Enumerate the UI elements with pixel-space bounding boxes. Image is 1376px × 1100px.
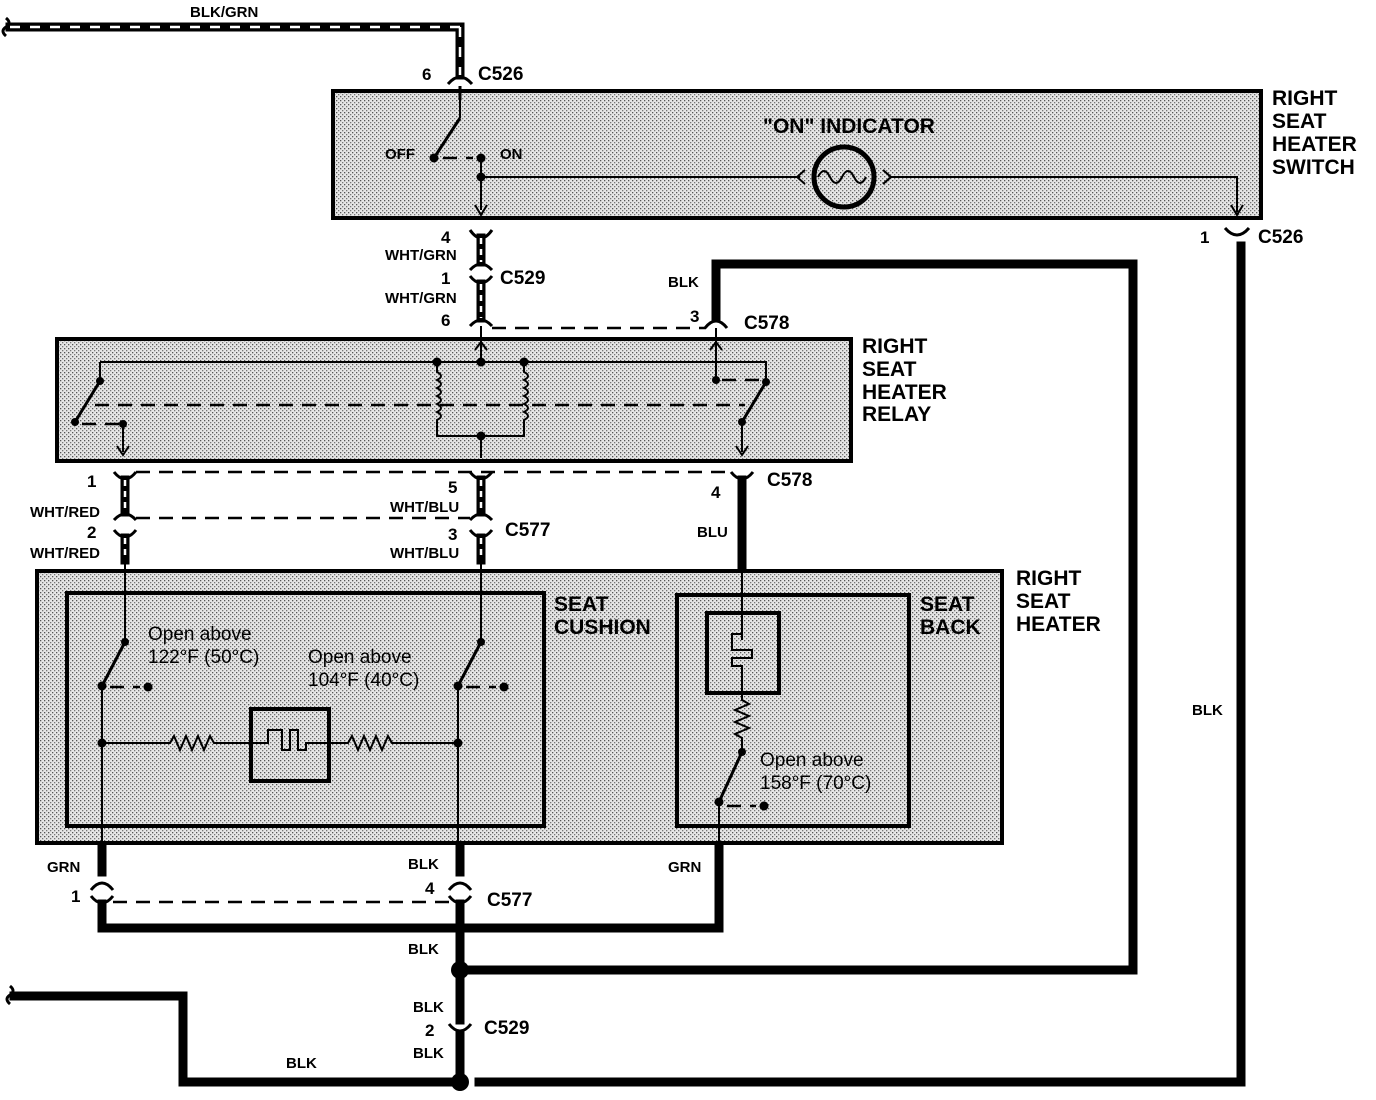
wht-red-wire — [112, 471, 138, 575]
pin-c577-1-top: 1 — [87, 472, 96, 491]
wire-label-blk-c529-bottom: BLK — [413, 1045, 444, 1062]
wire-label-blk-right: BLK — [1192, 702, 1223, 719]
wht-grn-wire — [468, 229, 494, 344]
wire-label-wht-blu-bottom: WHT/BLU — [390, 545, 459, 562]
thermostat-1-line1: Open above — [148, 624, 252, 645]
wire-label-blu: BLU — [697, 524, 728, 541]
blk-c578-wire — [465, 259, 1138, 975]
switch-name-3: HEATER — [1272, 133, 1357, 156]
wire-label-blk-c529-top: BLK — [413, 999, 444, 1016]
wire-label-wht-grn-top: WHT/GRN — [385, 247, 457, 264]
seat-back-box — [675, 593, 911, 828]
thermostat-3-line2: 158°F (70°C) — [760, 773, 871, 794]
pin-c577-4: 4 — [425, 879, 435, 898]
relay-name-2: SEAT — [862, 358, 917, 381]
connector-c578-top: C578 — [744, 313, 789, 334]
pin-c526-6: 6 — [422, 65, 431, 84]
connector-c529-top: C529 — [500, 268, 545, 289]
pin-c577-1-bottom: 1 — [71, 887, 80, 906]
seat-cushion-label-2: CUSHION — [554, 616, 651, 639]
switch-on-label: ON — [500, 146, 523, 163]
c577-bottom-connector — [89, 881, 473, 905]
wire-label-blk-splice: BLK — [408, 941, 439, 958]
blk-ground-wire — [5, 984, 456, 1087]
pin-c529-2: 2 — [425, 1021, 434, 1040]
cushion-thermostat-122 — [97, 575, 153, 848]
wire-label-blk-grn: BLK/GRN — [190, 4, 258, 21]
heater-name-2: SEAT — [1016, 590, 1071, 613]
thermostat-2-line2: 104°F (40°C) — [308, 670, 419, 691]
switch-name-2: SEAT — [1272, 110, 1327, 133]
seat-back-label-2: BACK — [920, 616, 981, 639]
cushion-heating-element — [102, 707, 458, 783]
seat-cushion-label-1: SEAT — [554, 593, 609, 616]
pin-c529-1: 1 — [441, 269, 450, 288]
pin-c577-5: 5 — [448, 478, 457, 497]
connector-c529-bottom: C529 — [484, 1018, 529, 1039]
wire-label-blk-mid: BLK — [408, 856, 439, 873]
relay-name-4: RELAY — [862, 403, 931, 426]
pin-c529-6: 6 — [441, 311, 450, 330]
grn-ground-wire — [97, 843, 724, 933]
wire-label-grn-left: GRN — [47, 859, 80, 876]
blk-grn-wire — [1, 16, 465, 80]
thermostat-1-line2: 122°F (50°C) — [148, 647, 259, 668]
back-heating-element — [705, 611, 781, 848]
switch-name-4: SWITCH — [1272, 156, 1355, 179]
blk-right-wire — [474, 241, 1246, 1087]
seat-back-label-1: SEAT — [920, 593, 975, 616]
relay-box — [55, 337, 853, 463]
wire-label-wht-blu-top: WHT/BLU — [390, 499, 459, 516]
pin-c577-2: 2 — [87, 523, 96, 542]
heater-name-3: HEATER — [1016, 613, 1101, 636]
connector-c577-top: C577 — [505, 520, 550, 541]
pin-c526-1: 1 — [1200, 228, 1209, 247]
heater-name-1: RIGHT — [1016, 567, 1082, 590]
wire-label-wht-red-top: WHT/RED — [30, 504, 100, 521]
splice-dot-upper — [451, 961, 469, 979]
pin-c578-4: 4 — [711, 483, 721, 502]
relay-name-1: RIGHT — [862, 335, 928, 358]
thermostat-3-line1: Open above — [760, 750, 864, 771]
connector-c526-top: C526 — [478, 64, 523, 85]
thermostat-2-line1: Open above — [308, 647, 412, 668]
wire-label-grn-right: GRN — [668, 859, 701, 876]
blu-wire — [729, 471, 755, 640]
wire-label-wht-red-bottom: WHT/RED — [30, 545, 100, 562]
switch-box — [331, 89, 1263, 220]
switch-off-label: OFF — [385, 146, 415, 163]
switch-name-1: RIGHT — [1272, 87, 1338, 110]
connector-c577-bottom: C577 — [487, 890, 532, 911]
on-indicator-label: "ON" INDICATOR — [763, 115, 935, 138]
indicator-lamp-icon — [817, 170, 867, 184]
on-off-switch — [429, 98, 1244, 217]
pin-c578-3: 3 — [690, 307, 699, 326]
cushion-element-icon — [249, 707, 331, 783]
connector-c526-right: C526 — [1258, 227, 1303, 248]
wire-label-blk-c578: BLK — [668, 274, 699, 291]
c578-top-connector — [703, 319, 729, 380]
wht-blu-wire — [468, 471, 494, 575]
c526-right-connector — [1223, 226, 1251, 237]
relay-name-3: HEATER — [862, 381, 947, 404]
c526-top-connector — [446, 75, 474, 100]
wire-label-wht-grn-bottom: WHT/GRN — [385, 290, 457, 307]
relay-internals — [71, 340, 770, 458]
wire-label-blk-ground: BLK — [286, 1055, 317, 1072]
connector-c578-bottom: C578 — [767, 470, 812, 491]
pin-c529-4: 4 — [441, 228, 451, 247]
pin-c577-3: 3 — [448, 525, 457, 544]
